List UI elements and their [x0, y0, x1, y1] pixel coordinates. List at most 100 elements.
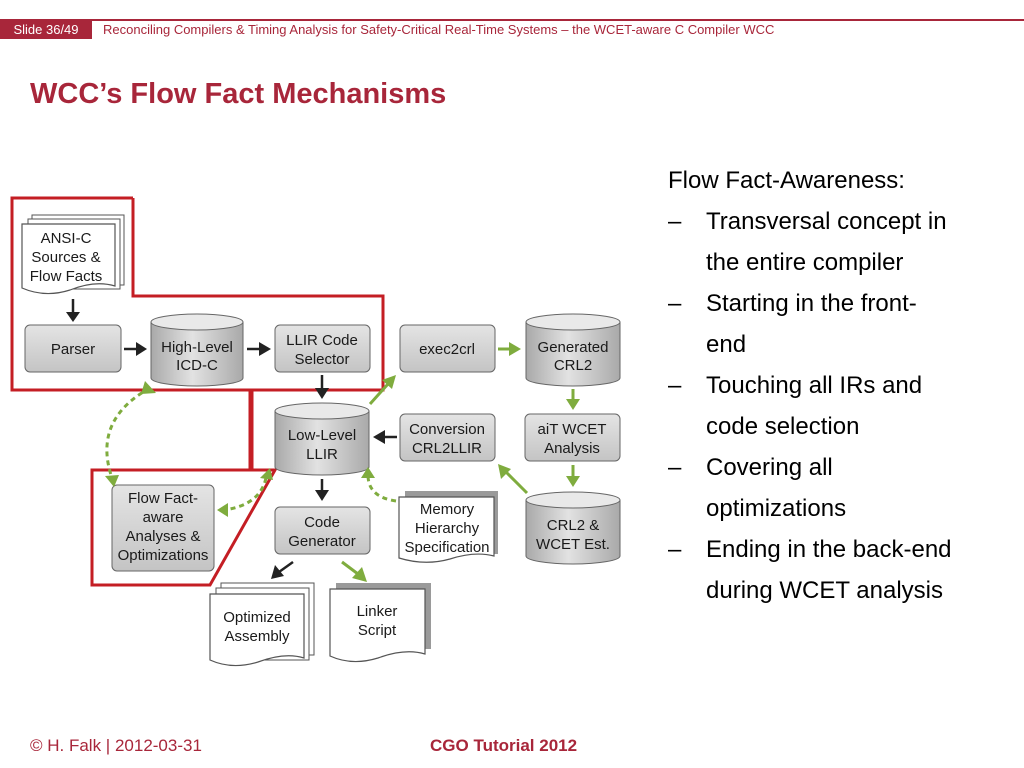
parser-label: Parser: [51, 341, 95, 358]
codegen-line-2: Generator: [288, 533, 356, 550]
green-dashed-arrowheads: [105, 381, 375, 517]
memory-line-3: Specification: [404, 539, 489, 556]
arrow-codegen-to-assembly: [271, 560, 294, 579]
arrow-selector-to-llir: [315, 375, 329, 399]
arrow-gencrl2-to-ait: [566, 389, 580, 410]
optimized-line-1: Optimized: [223, 609, 291, 626]
ait-wcet-box: aiT WCET Analysis: [524, 413, 621, 462]
linker-script-document: Linker Script: [329, 583, 431, 663]
arrow-llir-to-codegen: [315, 479, 329, 501]
optimized-line-2: Assembly: [224, 628, 290, 645]
codegen-line-1: Code: [304, 514, 340, 531]
code-generator-box: Code Generator: [274, 506, 371, 555]
arrow-sources-to-parser: [66, 299, 80, 322]
dashed-memory-to-llir-link: [366, 474, 397, 503]
conversion-box: Conversion CRL2LLIR: [399, 413, 496, 462]
optimized-assembly-document: Optimized Assembly: [209, 582, 315, 667]
bullet-line: Transversal concept in: [706, 208, 947, 235]
arrow-crl2wcet-to-conversion: [498, 464, 529, 495]
flow-fact-analyses-box: Flow Fact- aware Analyses & Optimization…: [111, 484, 215, 572]
slide-title: WCC’s Flow Fact Mechanisms: [30, 78, 447, 110]
bullet-dash: –: [668, 454, 682, 481]
icd-c-line-2: ICD-C: [176, 357, 218, 374]
bullet-item: – Starting in the front- end: [668, 283, 1013, 365]
crl2-wcet-line-1: CRL2 &: [547, 517, 600, 534]
bullet-item: – Transversal concept in the entire comp…: [668, 201, 1013, 283]
memory-line-2: Hierarchy: [415, 520, 480, 537]
selector-line-2: Selector: [294, 351, 349, 368]
memory-line-1: Memory: [420, 501, 475, 518]
sources-line-1: ANSI-C: [41, 230, 92, 247]
bullet-heading: Flow Fact-Awareness:: [668, 167, 905, 194]
ait-line-2: Analysis: [544, 440, 600, 457]
exec2crl-label: exec2crl: [419, 341, 475, 358]
bullet-line: code selection: [706, 413, 860, 440]
linker-line-2: Script: [358, 622, 397, 639]
generated-crl2-database: Generated CRL2: [525, 313, 621, 387]
conversion-line-1: Conversion: [409, 421, 485, 438]
bullet-line: Covering all: [706, 454, 833, 481]
arrow-llir-to-exec2crl: [368, 375, 396, 406]
gen-crl2-line-2: CRL2: [554, 357, 592, 374]
bullet-dash: –: [668, 290, 682, 317]
bullet-line: during WCET analysis: [706, 577, 943, 604]
frontend-frame-outline: [10, 196, 385, 587]
sources-line-3: Flow Facts: [30, 268, 103, 285]
bullet-line: Starting in the front-: [706, 290, 917, 317]
arrowhead-up-from-memory: [361, 467, 375, 478]
flowfact-line-3: Analyses &: [125, 528, 200, 545]
llir-database: Low-Level LLIR: [274, 402, 370, 476]
arrowhead-up-to-icdc: [141, 381, 156, 394]
crl2-wcet-line-2: WCET Est.: [536, 536, 610, 553]
slide-number-badge: Slide 36/49: [0, 20, 92, 39]
dashed-icdc-flowfact-link: [105, 386, 151, 479]
bullet-dash: –: [668, 372, 682, 399]
crl2-wcet-database: CRL2 & WCET Est.: [525, 491, 621, 565]
bullet-item: – Covering all optimizations: [668, 447, 1013, 529]
arrow-exec2crl-to-gencrl2: [498, 342, 521, 356]
bullet-item: – Ending in the back-end during WCET ana…: [668, 529, 1013, 611]
footer-author-date: © H. Falk | 2012-03-31: [30, 736, 202, 755]
ansi-c-sources-document: ANSI-C Sources & Flow Facts: [21, 214, 125, 295]
flowfact-line-1: Flow Fact-: [128, 490, 198, 507]
bullet-list: Flow Fact-Awareness: – Transversal conce…: [668, 160, 1013, 611]
ait-line-1: aiT WCET: [538, 421, 607, 438]
dark-arrows: [66, 299, 397, 579]
header-rule: [0, 19, 1024, 21]
llir-code-selector-box: LLIR Code Selector: [274, 324, 371, 373]
arrowhead-up-to-llir: [260, 468, 273, 480]
selector-line-1: LLIR Code: [286, 332, 358, 349]
bullet-line: Ending in the back-end: [706, 536, 952, 563]
bullet-line: Touching all IRs and: [706, 372, 923, 399]
bullet-line: end: [706, 331, 747, 358]
dashed-llir-flowfact-link: [223, 477, 268, 512]
parser-box: Parser: [24, 324, 122, 373]
exec2crl-box: exec2crl: [399, 324, 496, 373]
arrow-icdc-to-selector: [247, 342, 271, 356]
icd-c-database: High-Level ICD-C: [150, 313, 244, 387]
memory-hierarchy-document: Memory Hierarchy Specification: [398, 491, 498, 563]
llir-line-1: Low-Level: [288, 427, 356, 444]
gen-crl2-line-1: Generated: [538, 339, 609, 356]
arrowhead-left-to-flowfact: [217, 503, 228, 517]
green-dashed-arrows: [105, 386, 397, 512]
bullet-dash: –: [668, 208, 682, 235]
flowfact-line-2: aware: [143, 509, 184, 526]
bullet-dash: –: [668, 536, 682, 563]
arrow-parser-to-icdc: [124, 342, 147, 356]
footer-event: CGO Tutorial 2012: [430, 736, 578, 755]
bullet-line: the entire compiler: [706, 249, 904, 276]
arrowhead-down-to-flowfact: [105, 475, 119, 487]
linker-line-1: Linker: [357, 603, 398, 620]
green-arrows: [341, 342, 580, 582]
arrow-codegen-to-linker: [341, 560, 367, 582]
conversion-line-2: CRL2LLIR: [412, 440, 482, 457]
bullet-item: – Touching all IRs and code selection: [668, 365, 1013, 447]
bullet-line: optimizations: [706, 495, 847, 522]
header-subtitle: Reconciling Compilers & Timing Analysis …: [103, 22, 775, 37]
arrow-ait-to-crl2wcet: [566, 465, 580, 487]
sources-line-2: Sources &: [31, 249, 100, 266]
flowfact-line-4: Optimizations: [118, 547, 209, 564]
arrow-conversion-to-llir: [373, 430, 397, 444]
